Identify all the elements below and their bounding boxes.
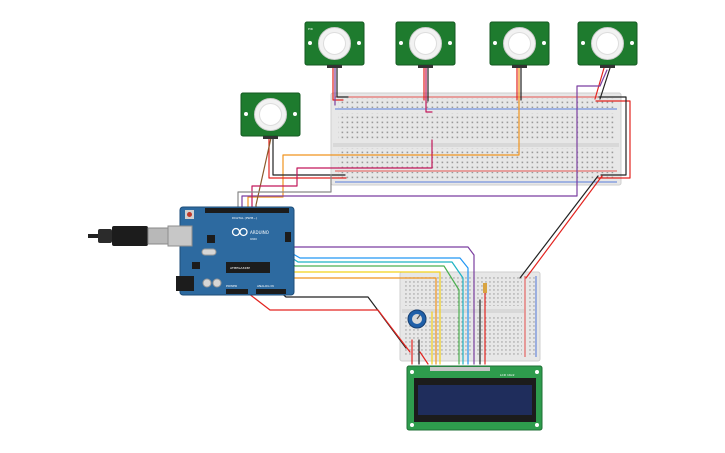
wire-pir4-out [241,69,608,213]
lcd-type-label: LCD 16x2 [500,373,515,377]
wire-pir4-vcc [594,67,605,100]
large-breadboard [330,92,622,186]
wire-gray [237,174,332,213]
wire-pir3-out [247,67,520,211]
wire-pir5-vcc [268,137,347,179]
chip-label: ATMEGA328P [230,266,250,270]
wire-gnd-black [277,289,407,349]
arduino-uno: ARDUINO UNO DIGITAL (PWM~) ATMEGA328P PO… [167,206,295,296]
pir-sensor-4 [577,21,638,68]
wire-pir5-gnd [272,137,346,176]
wire-bb-power-black [519,175,599,279]
wire-pir2-out [425,67,433,113]
pir-sensor-5 [240,92,301,139]
potentiometer [407,309,427,329]
wire-rail-red-loop [595,100,631,179]
pir-sensor-1: PIR [304,21,365,68]
usb-cable [88,226,169,246]
wire-rail-black-loop [598,96,627,176]
arduino-logo-text: ARDUINO [250,230,269,235]
wire-pir1-vcc [332,67,344,101]
wire-pir-signal-purple [251,139,433,212]
digital-label: DIGITAL (PWM~) [232,216,257,220]
resistor [483,283,487,293]
lcd-16x2: LCD 16x2 [406,365,543,431]
arduino-brand-text: UNO [250,237,257,241]
pir-label: PIR [308,27,313,31]
pir-sensor-2 [395,21,456,68]
wire-bb-power-red [525,175,603,279]
pir-sensor-3 [489,21,550,68]
wire-pir4-gnd [599,67,611,100]
arduino-logo [231,227,248,237]
wire-lcd-stub-red [419,351,429,365]
wire-5v-red [243,289,411,353]
power-label: POWER [226,284,237,288]
wire-pir1-gnd [336,67,349,98]
analog-label: ANALOG IN [257,284,274,288]
